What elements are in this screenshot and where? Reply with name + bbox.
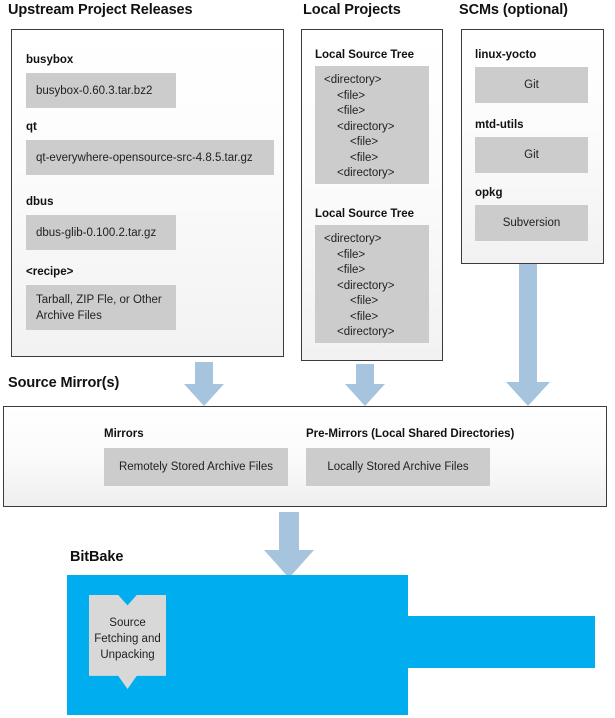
tree-line: <file>: [337, 105, 366, 117]
scm-item-value-mtd-utils: Git: [475, 137, 588, 173]
local-tree-label-2: Local Source Tree: [315, 208, 415, 220]
upstream-heading: Upstream Project Releases: [8, 2, 193, 18]
local-projects-heading: Local Projects: [303, 2, 401, 18]
upstream-item-label-recipe: <recipe>: [26, 266, 74, 278]
upstream-item-value-busybox: busybox-0.60.3.tar.bz2: [26, 73, 176, 108]
recipe-line-2: Other Archive Files: [36, 294, 162, 322]
pre-mirrors-value: Locally Stored Archive Files: [306, 448, 490, 486]
scm-item-value-opkg: Subversion: [475, 205, 588, 241]
arrow-local-projects-to-mirrors: [345, 364, 385, 406]
source-mirrors-heading: Source Mirror(s): [8, 375, 120, 391]
source-fetching-and-unpacking-task[interactable]: Source Fetching and Unpacking: [89, 595, 166, 689]
scm-item-label-mtd-utils: mtd-utils: [475, 119, 524, 131]
tree-line: <file>: [337, 248, 366, 261]
mirrors-value: Remotely Stored Archive Files: [104, 448, 288, 486]
recipe-line-1: Tarball, ZIP Fle, or: [36, 294, 130, 306]
upstream-item-value-dbus: dbus-glib-0.100.2.tar.gz: [26, 215, 176, 250]
local-source-tree-1: <directory> <file> <file> <directory> <f…: [315, 66, 429, 184]
tree-line: <file>: [337, 89, 366, 102]
upstream-item-value-recipe: Tarball, ZIP Fle, or Other Archive Files: [26, 285, 176, 330]
tree-line: <file>: [350, 151, 379, 164]
tree-line: <file>: [350, 136, 379, 148]
arrow-upstream-to-mirrors: [184, 362, 224, 406]
tree-line: <directory>: [337, 326, 395, 338]
arrow-mirrors-to-bitbake: [264, 512, 314, 578]
mirrors-label: Mirrors: [104, 428, 144, 440]
tree-line: <directory>: [337, 279, 395, 292]
pre-mirrors-label: Pre-Mirrors (Local Shared Directories): [306, 428, 515, 440]
local-tree-label-1: Local Source Tree: [315, 49, 415, 61]
upstream-item-value-qt: qt-everywhere-opensource-src-4.8.5.tar.g…: [26, 140, 274, 175]
scms-heading: SCMs (optional): [459, 2, 568, 18]
bitbake-block-extension: [405, 616, 595, 668]
upstream-item-label-busybox: busybox: [26, 54, 74, 66]
tree-line: <file>: [337, 264, 366, 276]
source-mirrors-panel: [3, 406, 607, 507]
tree-line: <file>: [350, 310, 379, 323]
scm-item-label-linux-yocto: linux-yocto: [475, 49, 537, 61]
scm-item-label-opkg: opkg: [475, 187, 503, 199]
local-source-tree-2: <directory> <file> <file> <directory> <f…: [315, 225, 429, 343]
arrow-scms-to-mirrors: [506, 264, 550, 406]
tree-line: <file>: [350, 295, 379, 307]
task-line-2: Fetching and: [94, 633, 161, 645]
tree-line: <directory>: [337, 120, 395, 133]
scm-item-value-linux-yocto: Git: [475, 67, 588, 103]
upstream-item-label-qt: qt: [26, 121, 37, 133]
bitbake-heading: BitBake: [70, 549, 124, 565]
task-line-1: Source: [109, 617, 146, 629]
upstream-item-label-dbus: dbus: [26, 196, 54, 208]
tree-line: <directory>: [337, 167, 395, 179]
tree-line: <directory>: [324, 233, 382, 245]
task-line-3: Unpacking: [100, 649, 155, 661]
tree-line: <directory>: [324, 74, 382, 86]
